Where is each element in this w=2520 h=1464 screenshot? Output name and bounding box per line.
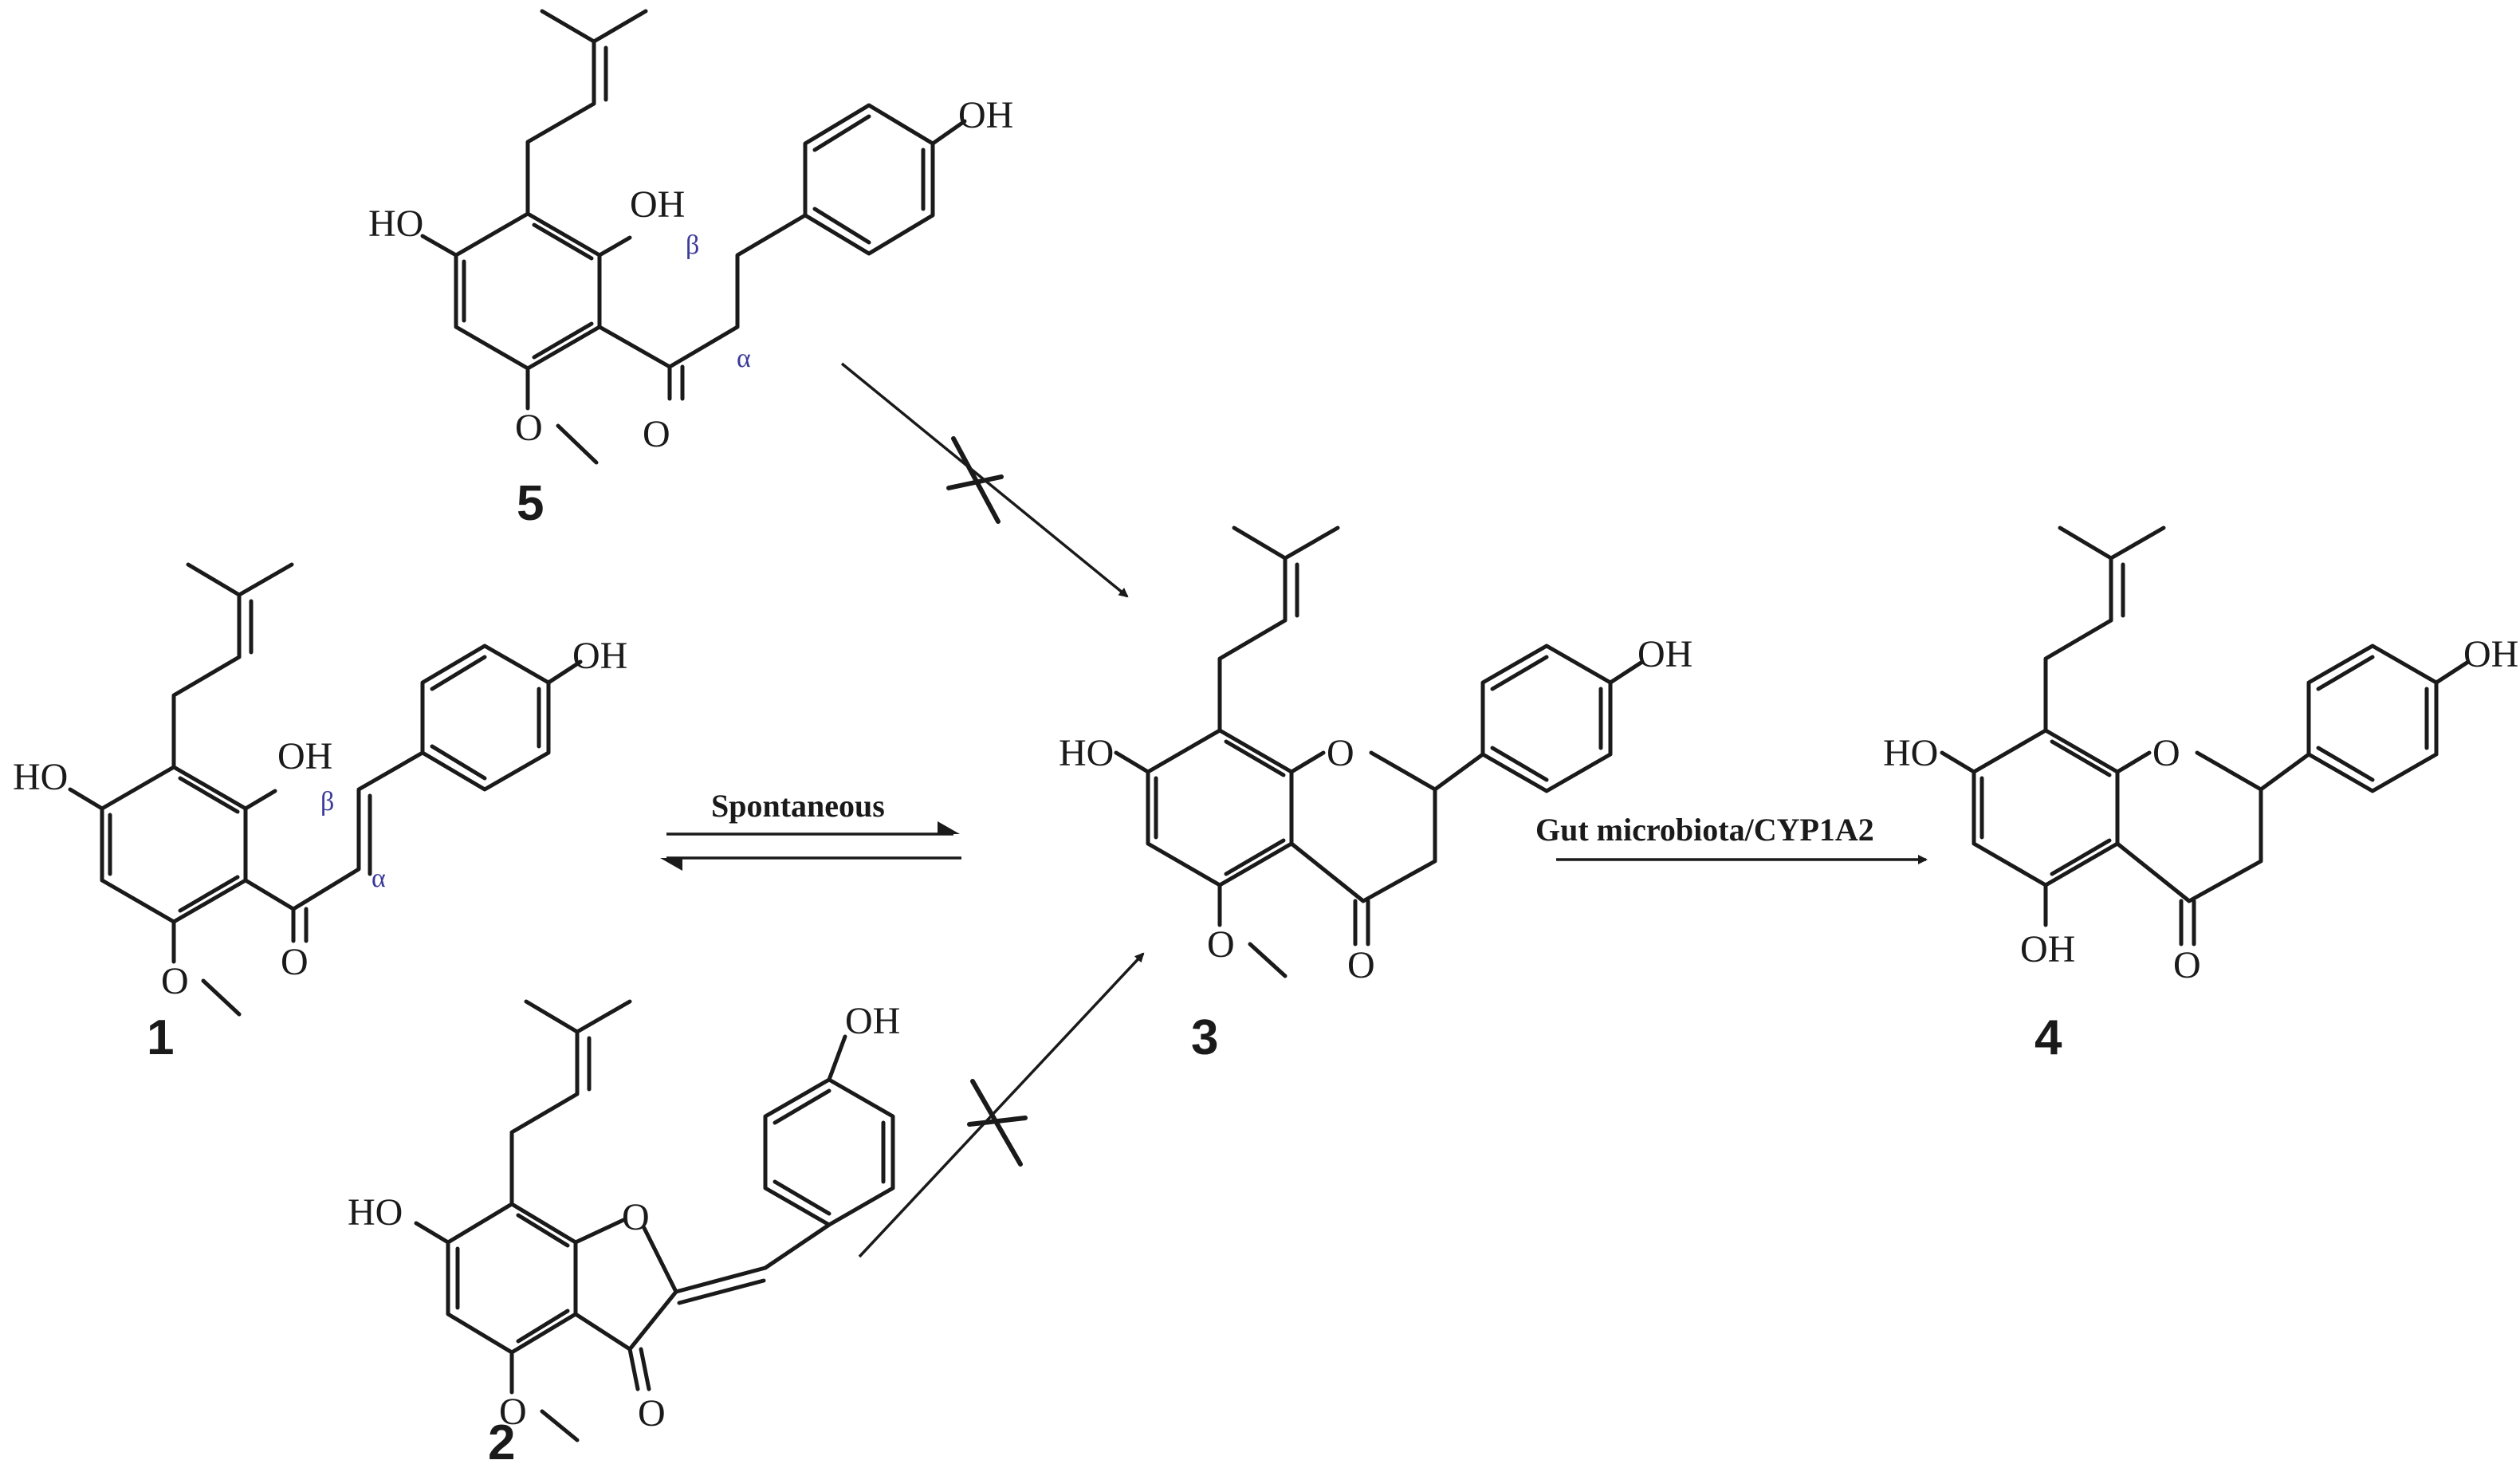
- c2-ring-o-label: O: [622, 1196, 650, 1238]
- c1-alpha-label: α: [372, 864, 386, 893]
- compound-4-label: 4: [2034, 1010, 2062, 1065]
- c4-ring-o-label: O: [2152, 732, 2180, 774]
- arrow-2-to-3-blocked: [858, 952, 1145, 1258]
- c1-ho-label: HO: [13, 756, 68, 798]
- compound-5-label: 5: [517, 476, 544, 531]
- c3-para-oh-label: OH: [1637, 633, 1692, 675]
- equilibrium-arrow-1-3: [660, 821, 961, 871]
- c1-oh-label: OH: [277, 735, 332, 777]
- compound-3-label: 3: [1191, 1010, 1218, 1065]
- c1-para-oh-label: OH: [572, 635, 627, 677]
- compound-2-structure: [414, 999, 895, 1442]
- c2-para-oh-label: OH: [845, 1000, 900, 1042]
- c4-para-oh-label: OH: [2463, 633, 2518, 675]
- compound-2-label: 2: [488, 1415, 515, 1464]
- c4-carbonyl-o-label: O: [2173, 944, 2201, 986]
- spontaneous-label: Spontaneous: [711, 788, 885, 824]
- c3-ring-o-label: O: [1327, 732, 1354, 774]
- c1-methoxy-o-label: O: [161, 960, 189, 1002]
- c4-ho-label: HO: [1883, 732, 1938, 774]
- c5-carbonyl-o-label: O: [643, 413, 670, 455]
- compound-3-structure: [1114, 525, 1645, 978]
- c2-ho-label: HO: [348, 1191, 403, 1234]
- c5-ho-label: HO: [368, 203, 423, 245]
- c3-carbonyl-o-label: O: [1347, 944, 1375, 986]
- c3-ho-label: HO: [1059, 732, 1114, 774]
- c2-methoxy-o-label: O: [499, 1391, 527, 1433]
- c1-carbonyl-o-label: O: [281, 941, 309, 983]
- c2-carbonyl-o-label: O: [638, 1392, 666, 1434]
- compound-1-label: 1: [147, 1010, 174, 1065]
- c1-beta-label: β: [320, 787, 334, 817]
- c5-para-oh-label: OH: [958, 94, 1013, 136]
- arrow-5-to-3-blocked: [840, 362, 1129, 598]
- compound-5-structure: [420, 9, 967, 465]
- compound-1-structure: [68, 562, 583, 1017]
- c5-alpha-label: α: [737, 344, 751, 373]
- c4-bottom-oh-label: OH: [2020, 928, 2075, 970]
- c3-methoxy-o-label: O: [1207, 923, 1235, 966]
- c5-oh-label: OH: [630, 183, 685, 226]
- c5-beta-label: β: [686, 230, 699, 260]
- gut-microbiota-label: Gut microbiota/CYP1A2: [1535, 812, 1874, 848]
- compound-4-structure: [1940, 525, 2471, 946]
- c5-methoxy-o-label: O: [515, 407, 543, 449]
